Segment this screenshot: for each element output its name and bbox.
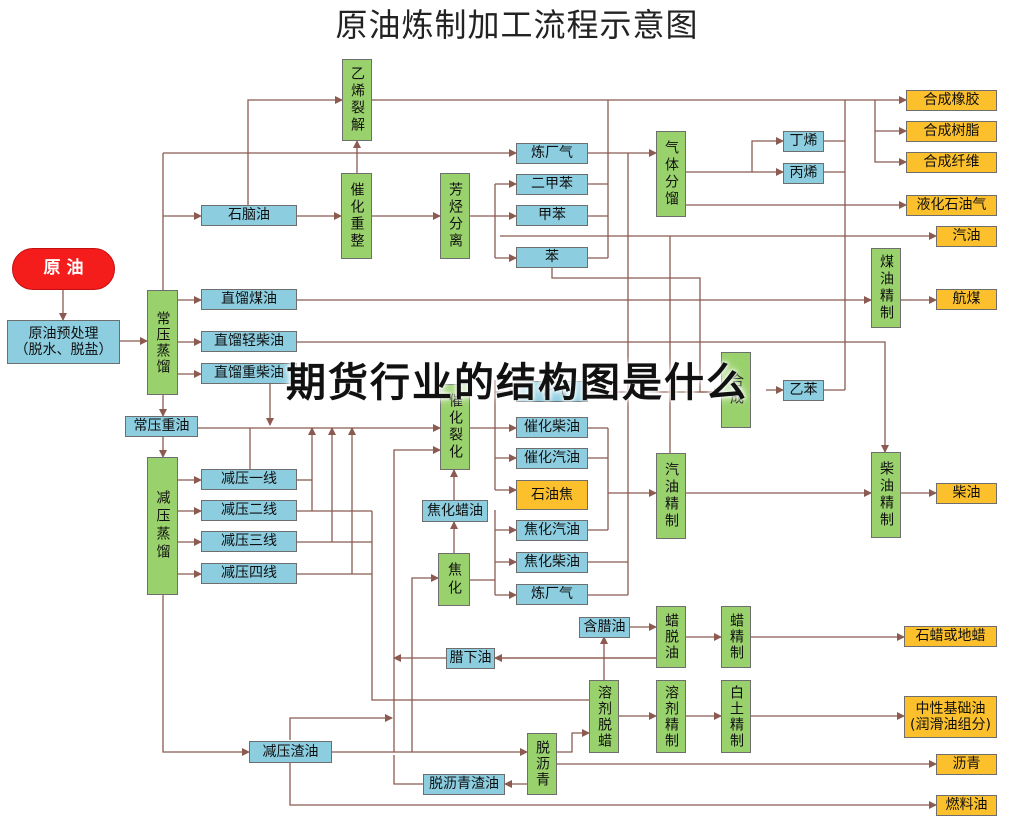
product-synthetic-resin: 合成树脂 [906,121,997,142]
ethylbenzene-node: 乙苯 [783,380,824,401]
solvent-dewaxing-label: 溶剂脱蜡 [596,684,613,749]
synthesis-node: 合成 [721,352,751,428]
product-fuel-oil: 燃料油 [936,795,997,816]
gasoline-refining-label: 汽油精制 [663,462,680,530]
product-jet-fuel: 航煤 [936,289,997,310]
wax-refining-label: 蜡精制 [728,613,745,661]
vacuum-cut-1-node: 减压一线 [201,469,297,490]
diesel-refining-label: 柴油精制 [878,461,895,529]
ethylene-cracking-label: 乙烯裂解 [349,66,366,134]
refinery-gas-bottom-node: 炼厂气 [516,584,588,605]
butene-node: 丁烯 [783,131,824,152]
gas-separation-node: 气体分馏 [656,131,686,217]
gas-separation-label: 气体分馏 [663,140,680,208]
deasphalting-node: 脱沥青 [527,733,557,795]
wax-refining-node: 蜡精制 [721,606,751,668]
product-base-oil: 中性基础油 (润滑油组分) [904,696,997,738]
product-paraffin: 石蜡或地蜡 [904,626,997,647]
oily-wax-node: 含腊油 [579,617,630,638]
product-asphalt: 沥青 [936,754,997,775]
product-diesel: 柴油 [936,483,997,504]
vacuum-residue-node: 减压渣油 [249,741,332,763]
catalytic-cracking-node: 催化裂化 [440,384,470,470]
solvent-refining-node: 溶剂精制 [656,680,686,753]
atmospheric-residue-node: 常压重油 [125,416,198,437]
deasphalted-residue-node: 脱沥青渣油 [423,774,505,795]
overlay-caption: 期货行业的结构图是什么 [286,360,748,406]
kerosene-refining-label: 煤油精制 [878,254,895,322]
crude-oil-node: 原 油 [12,248,115,290]
cat-diesel-node: 催化柴油 [516,417,588,438]
atmospheric-distillation-node: 常压蒸馏 [147,290,178,395]
pretreatment-node: 原油预处理 （脱水、脱盐） [7,320,120,364]
naphtha-node: 石脑油 [201,205,297,226]
coking-label: 焦化 [446,561,463,598]
synthesis-label: 合成 [728,373,745,407]
kerosene-refining-node: 煤油精制 [871,248,901,328]
catalytic-cracking-label: 催化裂化 [447,393,464,461]
cat-gasoline-node: 催化汽油 [516,448,588,469]
pretreatment-line-1: 原油预处理 [28,325,99,342]
vacuum-cut-3-node: 减压三线 [201,531,297,552]
straight-run-kerosene-node: 直馏煤油 [201,289,297,310]
atmospheric-distillation-label: 常压蒸馏 [154,310,171,375]
cat-dry-gas-node: 干气 [516,381,588,402]
aromatics-separation-label: 芳烃分离 [447,182,464,250]
wax-deoiling-label: 蜡脱油 [663,613,680,661]
pretreatment-line-2: （脱水、脱盐） [14,342,113,358]
straight-run-heavy-diesel-node: 直馏重柴油 [201,363,297,384]
catalytic-reforming-label: 催化重整 [348,182,365,250]
vacuum-cut-4-node: 减压四线 [201,563,297,584]
product-lpg: 液化石油气 [906,195,997,216]
solvent-dewaxing-node: 溶剂脱蜡 [589,680,619,753]
vacuum-distillation-node: 减压蒸馏 [147,457,178,595]
straight-run-light-diesel-node: 直馏轻柴油 [201,331,297,352]
toluene-node: 甲苯 [516,205,588,226]
diagram-title: 原油炼制加工流程示意图 [335,6,699,44]
catalytic-reforming-node: 催化重整 [341,173,372,259]
refinery-gas-top-node: 炼厂气 [516,143,588,164]
coker-diesel-node: 焦化柴油 [516,552,588,573]
product-synthetic-rubber: 合成橡胶 [906,90,997,111]
vacuum-cut-2-node: 减压二线 [201,500,297,521]
product-synthetic-fiber: 合成纤维 [906,152,997,173]
ethylene-cracking-node: 乙烯裂解 [342,59,372,141]
product-gasoline: 汽油 [936,226,997,247]
wax-deoiling-node: 蜡脱油 [656,606,686,668]
petroleum-coke-node: 石油焦 [516,480,588,510]
base-oil-line-2: (润滑油组分) [910,717,991,733]
coker-gasoline-node: 焦化汽油 [516,520,588,541]
coker-wax-oil-node: 焦化蜡油 [422,500,488,522]
benzene-node: 苯 [516,247,588,268]
propene-node: 丙烯 [783,163,824,184]
aromatics-separation-node: 芳烃分离 [440,173,470,259]
deasphalting-label: 脱沥青 [534,740,551,788]
solvent-refining-label: 溶剂精制 [663,684,680,749]
clay-refining-node: 白土精制 [721,680,751,753]
diesel-refining-node: 柴油精制 [871,452,901,538]
vacuum-distillation-label: 减压蒸馏 [154,490,171,562]
slack-wax-oil-node: 腊下油 [446,648,495,669]
xylene-node: 二甲苯 [516,174,588,195]
clay-refining-label: 白土精制 [728,684,745,749]
gasoline-refining-node: 汽油精制 [656,453,686,539]
base-oil-line-1: 中性基础油 [915,700,986,717]
coking-node: 焦化 [438,553,470,606]
